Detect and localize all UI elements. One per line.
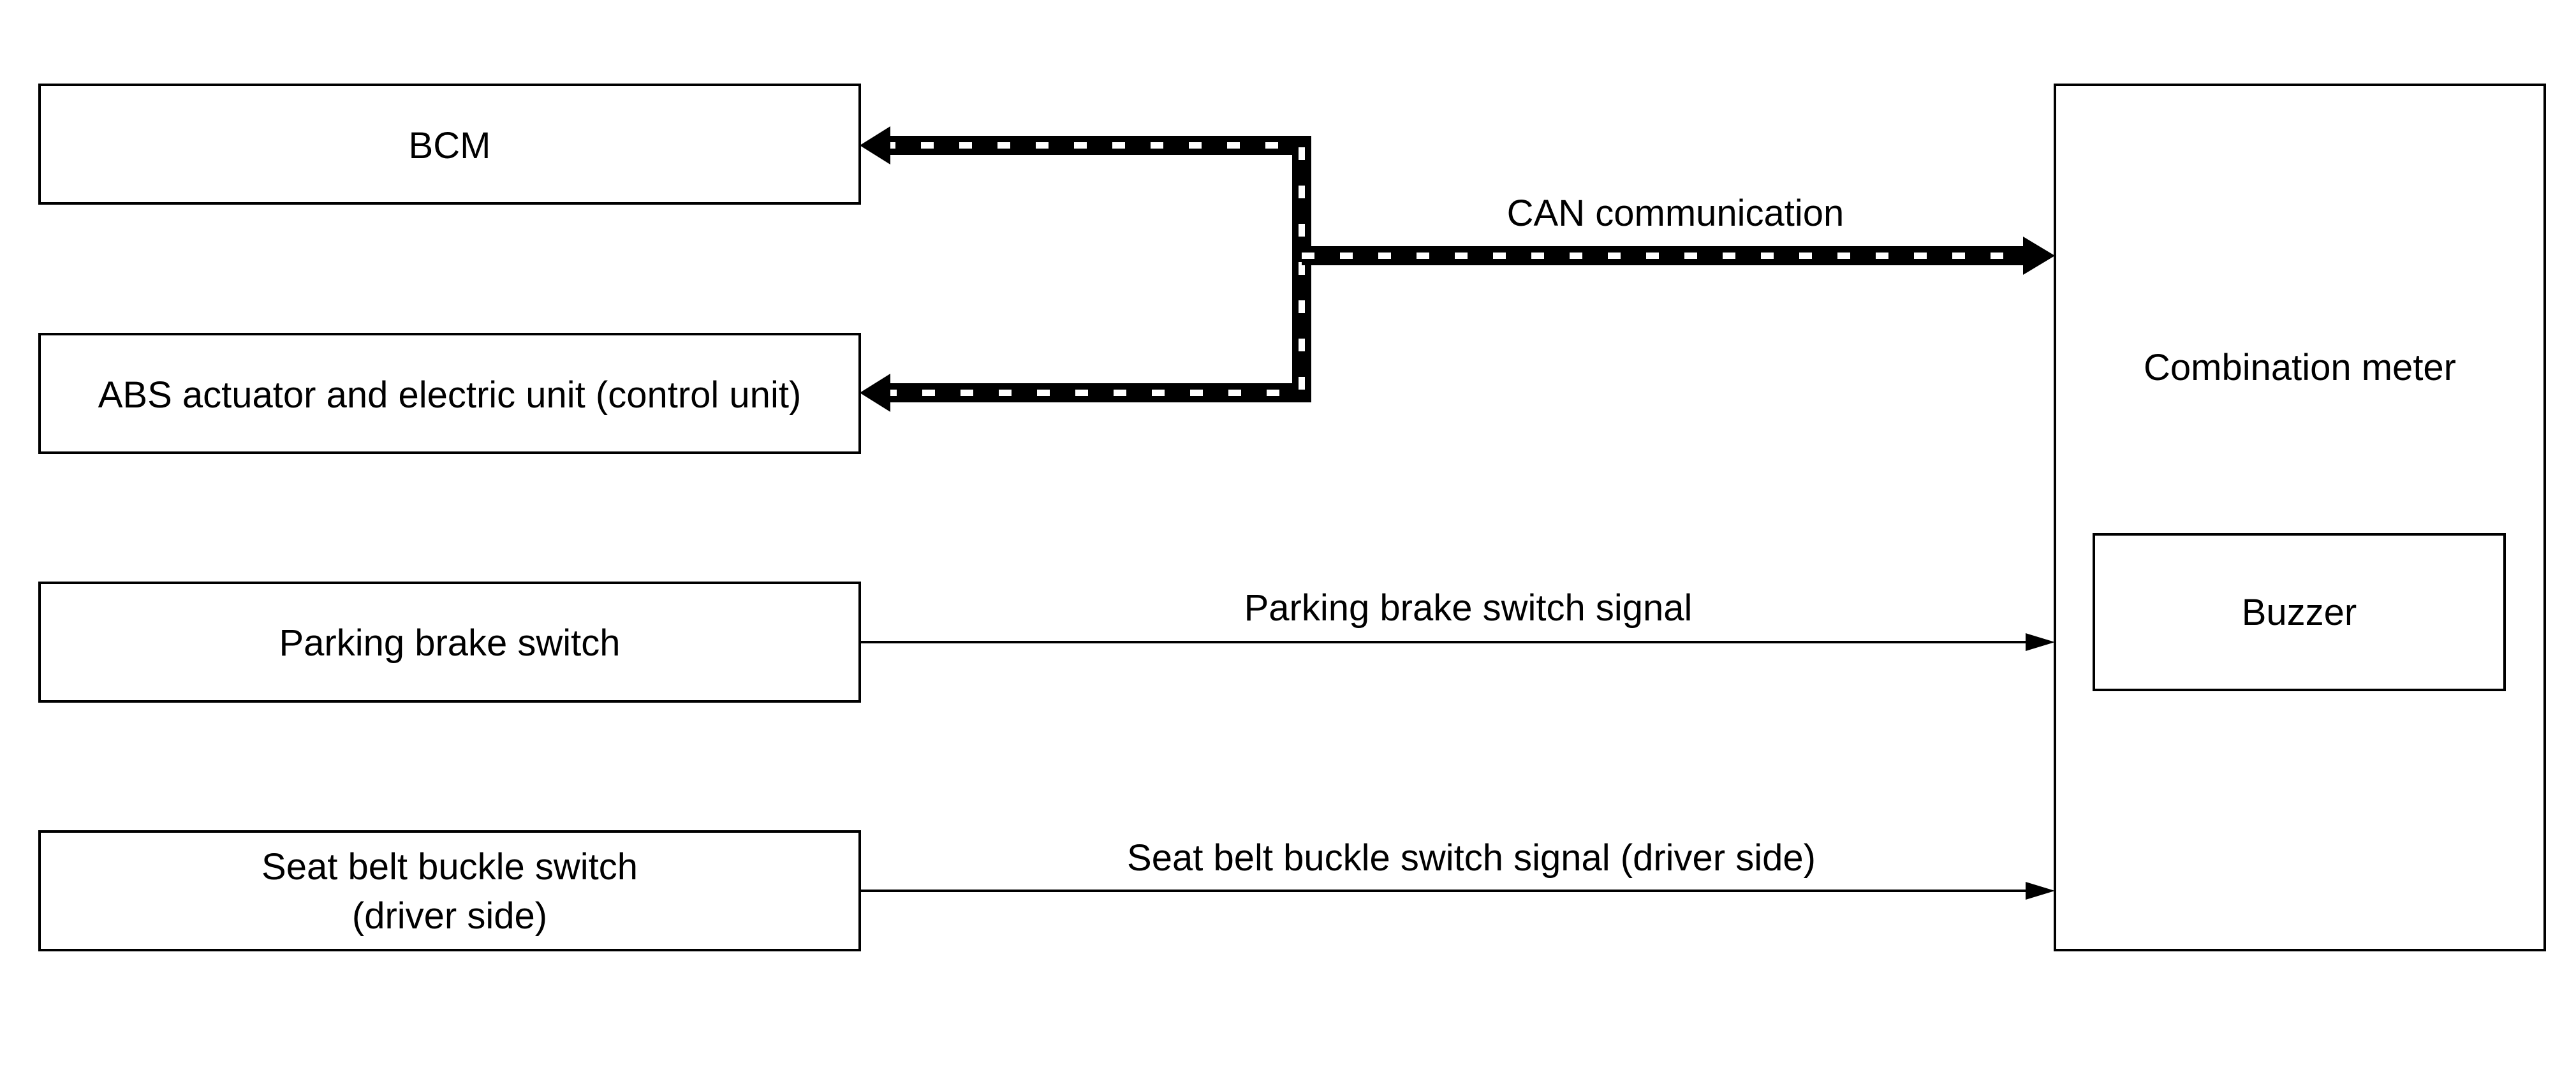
buzzer-label: Buzzer <box>2242 592 2357 633</box>
can-bus-trunk-pattern <box>883 142 1305 396</box>
seat-belt-signal-label: Seat belt buckle switch signal (driver s… <box>1127 837 1816 879</box>
parking-brake-signal-label: Parking brake switch signal <box>1244 587 1693 629</box>
can-arrow-to-bcm <box>860 126 890 165</box>
abs-label: ABS actuator and electric unit (control … <box>98 374 802 416</box>
parking-brake-switch-label: Parking brake switch <box>279 622 620 664</box>
combination-meter-block: Combination meter Buzzer <box>2054 84 2546 951</box>
parking-brake-switch-block: Parking brake switch <box>38 582 861 703</box>
seat-belt-signal-connection: Seat belt buckle switch signal (driver s… <box>860 837 2055 900</box>
seat-belt-buckle-switch-label-line1: Seat belt buckle switch <box>261 846 638 888</box>
seat-belt-signal-arrow <box>2026 882 2055 900</box>
can-arrow-to-abs <box>860 374 890 412</box>
abs-block: ABS actuator and electric unit (control … <box>38 333 861 454</box>
can-communication-label: CAN communication <box>1507 193 1844 234</box>
parking-brake-signal-connection: Parking brake switch signal <box>860 587 2055 651</box>
can-arrow-to-combination-meter <box>2023 237 2055 275</box>
can-bus: CAN communication <box>860 126 2055 412</box>
parking-brake-signal-arrow <box>2026 633 2055 651</box>
combination-meter-label: Combination meter <box>2144 347 2456 388</box>
buzzer-block: Buzzer <box>2093 533 2506 691</box>
seat-belt-buckle-switch-label-line2: (driver side) <box>352 895 547 937</box>
bcm-label: BCM <box>409 125 491 166</box>
can-bus-trunk <box>883 136 1311 402</box>
bcm-block: BCM <box>38 84 861 205</box>
seat-belt-buckle-switch-block: Seat belt buckle switch (driver side) <box>38 830 861 951</box>
